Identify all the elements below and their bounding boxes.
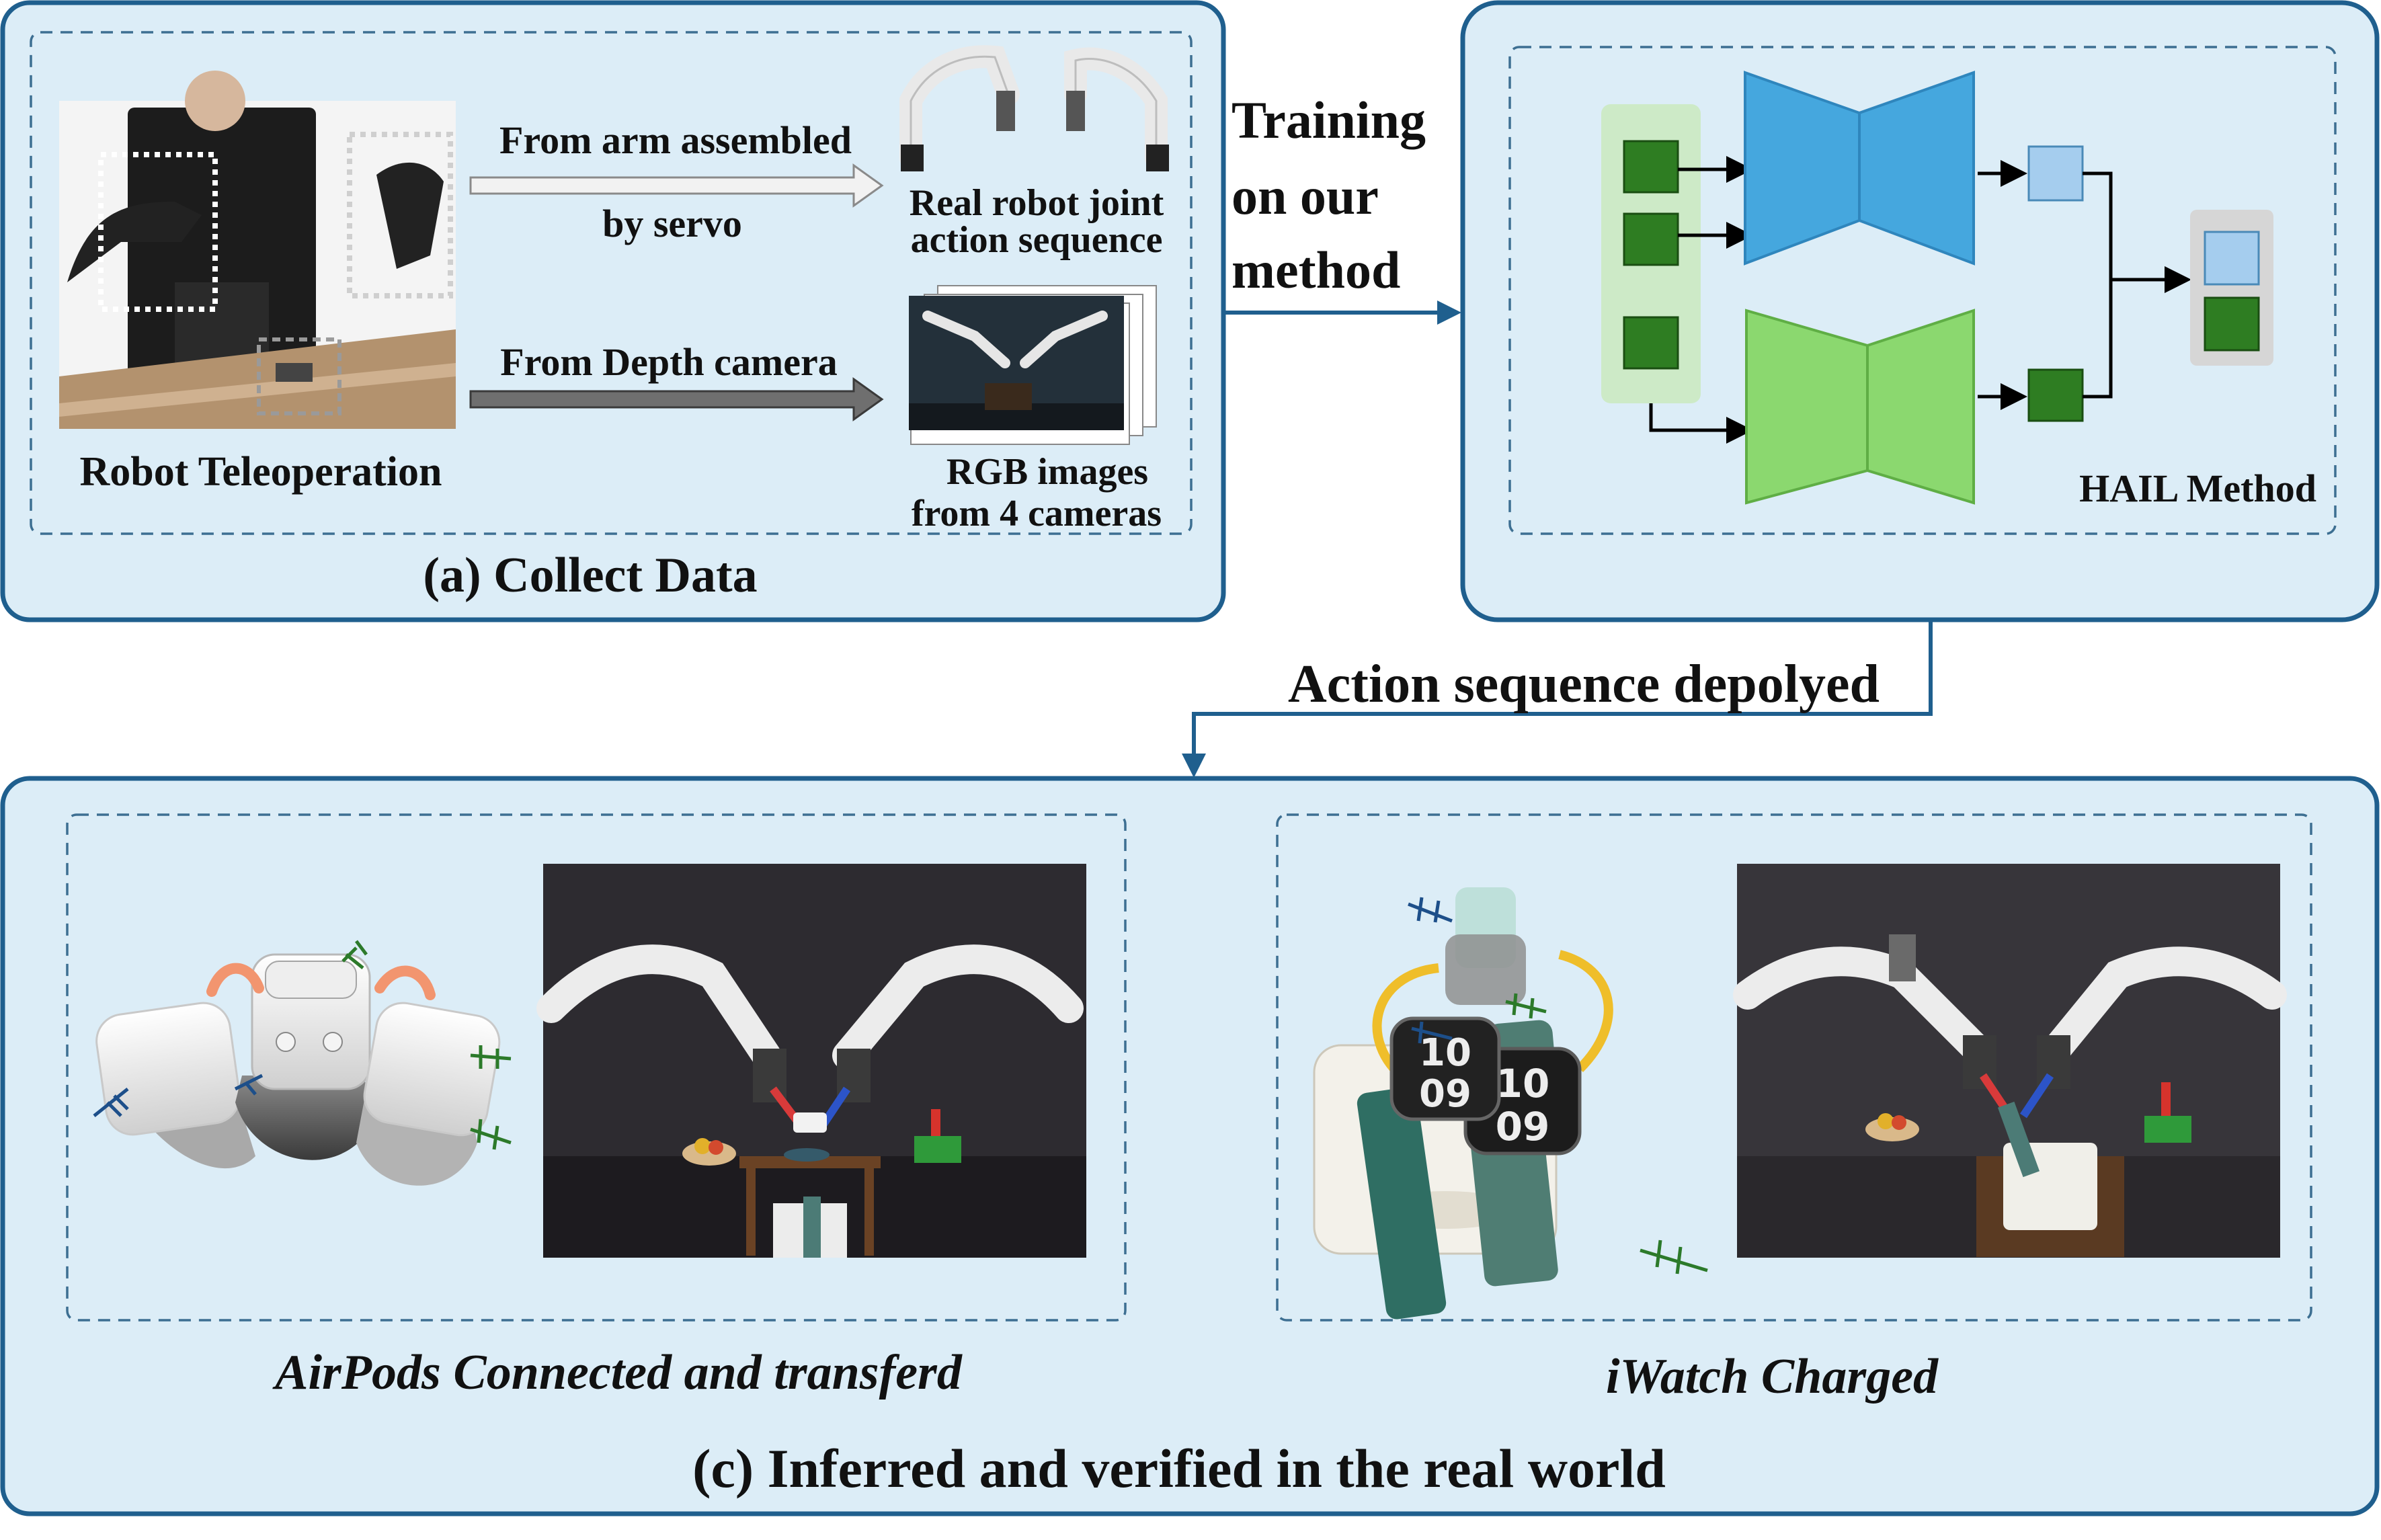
airpods-caption: AirPods Connected and transferd: [272, 1345, 963, 1400]
panel-a-dashed-box: [30, 31, 1193, 535]
right-transfer-arrow-icon: [374, 965, 436, 1000]
gripper-icon-green-mid: [1505, 993, 1547, 1019]
iwatch-scene-photo: [1733, 864, 2287, 1258]
input-token-2: [1623, 212, 1679, 266]
joint-sequence-label-line-2: action sequence: [911, 219, 1163, 261]
blue-output-token: [2027, 145, 2084, 202]
panel-c-left-dashed-box: [66, 813, 1127, 1322]
watch-back-minute: 09: [1419, 1072, 1471, 1116]
watch-front-hour: 10: [1496, 1061, 1550, 1106]
watch-back: [1389, 1016, 1501, 1121]
airpods-scene-photo: [536, 864, 1086, 1258]
arrow-top-label-line-2: by servo: [602, 202, 742, 245]
rotate-right-arrow-icon: [1558, 950, 1613, 1072]
connector-b-to-c: [1182, 620, 1933, 778]
watch-band-left: [1357, 1087, 1447, 1320]
green-encoder-right: [1866, 309, 1975, 505]
rgb-images-label-line-2: from 4 cameras: [912, 493, 1162, 534]
blue-encoder-right: [1858, 71, 1975, 266]
left-transfer-arrow-icon: [206, 963, 264, 997]
joint-sequence-label-line-1: Real robot joint: [910, 182, 1164, 224]
watch-front-minute: 09: [1496, 1104, 1550, 1149]
airpods-illustration: [93, 940, 512, 1186]
right-gripper-icon-2: [470, 1119, 512, 1150]
top-gripper-icon: [341, 940, 368, 969]
gripper-icon-green-bottom: [1640, 1240, 1708, 1274]
fused-token-green: [2204, 296, 2260, 352]
watch-faded: [1445, 934, 1526, 1005]
airpods-left-case: [95, 1002, 241, 1136]
rgb-images-label-line-1: RGB images: [946, 451, 1148, 493]
rotate-left-arrow-icon: [1372, 963, 1439, 1083]
green-encoder-left: [1745, 309, 1869, 505]
right-gripper-icon-1: [470, 1045, 512, 1069]
center-gripper-icon: [234, 1073, 264, 1096]
training-label-line-2: on our: [1232, 167, 1379, 225]
panel-b-dashed-box: [1508, 46, 2337, 535]
panel-b-hail-method: HAIL Method: [1460, 0, 2380, 622]
hail-method-label: HAIL Method: [2079, 467, 2316, 510]
robot-teleoperation-label: Robot Teleoperation: [79, 449, 442, 495]
fused-token-blue: [2204, 231, 2260, 286]
arrow-bottom-label: From Depth camera: [500, 340, 837, 384]
gripper-icon-blue-top: [1408, 897, 1453, 923]
airpods-center-base: [235, 1076, 376, 1160]
rgb-image-stack: [909, 285, 1157, 445]
teleoperation-photo: [59, 71, 456, 429]
input-token-1: [1623, 140, 1679, 194]
arrow-top-label-line-1: From arm assembled: [499, 118, 852, 162]
panel-a-caption: (a) Collect Data: [423, 548, 757, 603]
panel-c-caption: (c) Inferred and verified in the real wo…: [692, 1438, 1666, 1499]
panel-a-collect-data: Robot Teleoperation From arm assembled b…: [0, 0, 1226, 622]
panel-c-real-world: 10 09 10 09: [0, 776, 2380, 1516]
green-output-token: [2027, 368, 2084, 422]
action-label-backdrop: [1241, 652, 1920, 710]
airpods-right-case: [363, 1002, 501, 1137]
merge-bracket: [2083, 171, 2113, 399]
input-token-3: [1623, 316, 1679, 370]
arrow-from-arm: [469, 163, 884, 208]
action-sequence-label: Action sequence depolyed: [1288, 655, 1880, 714]
iwatch-illustration: 10 09 10 09: [1313, 887, 1708, 1320]
iwatch-caption: iWatch Charged: [1606, 1349, 1939, 1404]
left-gripper-icon: [93, 1088, 129, 1117]
training-label-line-1: Training: [1232, 91, 1426, 149]
training-label-line-3: method: [1232, 241, 1400, 299]
gripper-icon-blue-mid: [1411, 1021, 1453, 1044]
robot-arms-image: [899, 45, 1169, 171]
panel-c-right-dashed-box: [1276, 813, 2312, 1322]
arrow-from-depth-camera: [469, 377, 884, 421]
arrow-token-3-to-green: [1649, 403, 1753, 444]
